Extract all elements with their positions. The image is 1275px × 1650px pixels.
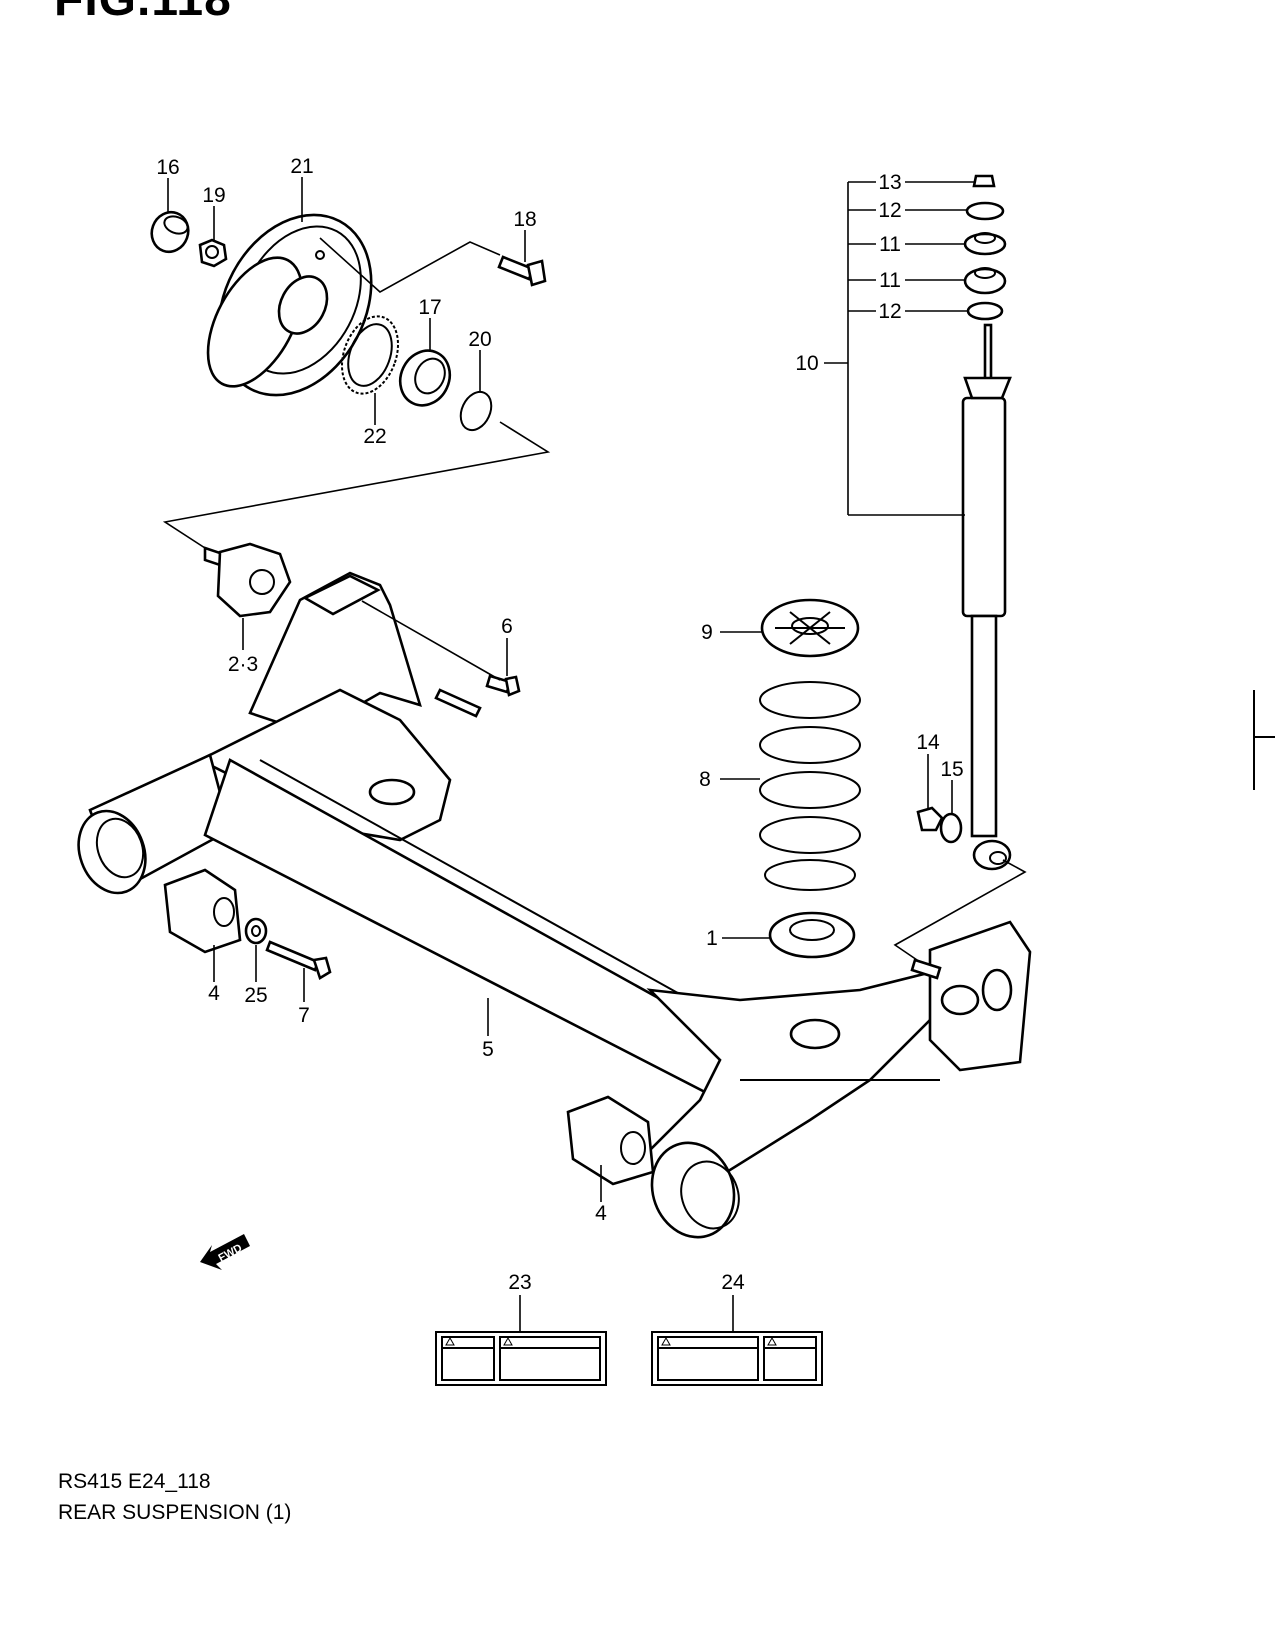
page-edge-tick <box>1255 736 1275 738</box>
hub-bolt-part <box>497 255 547 287</box>
callout-25: 25 <box>244 984 267 1007</box>
callout-12-lower: 12 <box>878 300 901 323</box>
callout-9: 9 <box>701 621 713 644</box>
mount-bush-lower-part <box>963 267 1007 295</box>
callout-11-upper: 11 <box>879 233 901 256</box>
washer-part <box>244 917 268 945</box>
callout-23: 23 <box>508 1271 531 1294</box>
mount-nut-part <box>972 174 996 188</box>
callout-5: 5 <box>482 1038 494 1061</box>
snap-ring-part <box>459 390 493 432</box>
fwd-label: FWD <box>216 1242 244 1264</box>
callout-14: 14 <box>916 731 940 754</box>
stub-axle-part <box>203 542 292 618</box>
callout-19: 19 <box>202 184 225 207</box>
callout-22: 22 <box>363 425 386 448</box>
mount-washer-upper-part <box>965 201 1005 221</box>
callout-6: 6 <box>501 615 513 638</box>
wheel-bearing-part <box>398 349 452 407</box>
callout-4-right: 4 <box>595 1202 607 1225</box>
forward-arrow-icon: FWD <box>200 1234 250 1270</box>
callout-10: 10 <box>795 352 818 375</box>
seal-part <box>150 210 190 254</box>
mount-bush-upper-part <box>963 232 1007 256</box>
bush-part-right <box>566 1095 655 1186</box>
callout-11-lower: 11 <box>879 269 901 292</box>
callout-20: 20 <box>468 328 491 351</box>
callout-13: 13 <box>878 171 901 194</box>
bolt-6-part <box>434 674 521 718</box>
callout-24: 24 <box>721 1271 745 1294</box>
spring-upper-seat-part <box>760 598 860 658</box>
page-edge-mark <box>1253 690 1255 790</box>
callout-15: 15 <box>940 758 963 781</box>
diagram-title: REAR SUSPENSION (1) <box>58 1501 292 1524</box>
hub-nut-part <box>198 238 228 268</box>
callout-8: 8 <box>699 768 711 791</box>
callout-17: 17 <box>418 296 441 319</box>
coil-spring-part <box>759 681 861 891</box>
diagram-code: RS415 E24_118 <box>58 1470 211 1493</box>
callout-1: 1 <box>706 927 718 950</box>
bolt-part <box>265 940 332 980</box>
spring-lower-seat-part <box>768 911 856 959</box>
rear-axle-beam-part <box>77 571 1032 1239</box>
callout-21: 21 <box>290 155 313 178</box>
mount-washer-lower-part <box>966 301 1004 321</box>
callout-16: 16 <box>156 156 179 179</box>
figure-title: FIG.118 <box>54 0 232 27</box>
callout-4-left: 4 <box>208 982 220 1005</box>
callout-18: 18 <box>513 208 536 231</box>
callout-7: 7 <box>298 1004 310 1027</box>
leader-lines <box>167 177 975 1332</box>
warning-label-23 <box>435 1331 607 1386</box>
bush-part-left <box>163 868 242 954</box>
callout-labels: 16 21 19 18 17 20 22 13 12 11 11 12 10 2… <box>156 155 963 1294</box>
lower-nut-part <box>916 806 944 832</box>
abs-sensor-ring-part <box>340 315 400 395</box>
callout-2-3: 2·3 <box>228 653 258 676</box>
shock-absorber-part <box>961 323 1012 871</box>
callout-12-upper: 12 <box>878 199 901 222</box>
lower-washer-part <box>939 812 963 844</box>
warning-label-24 <box>651 1331 823 1386</box>
brake-drum-part <box>206 213 373 397</box>
